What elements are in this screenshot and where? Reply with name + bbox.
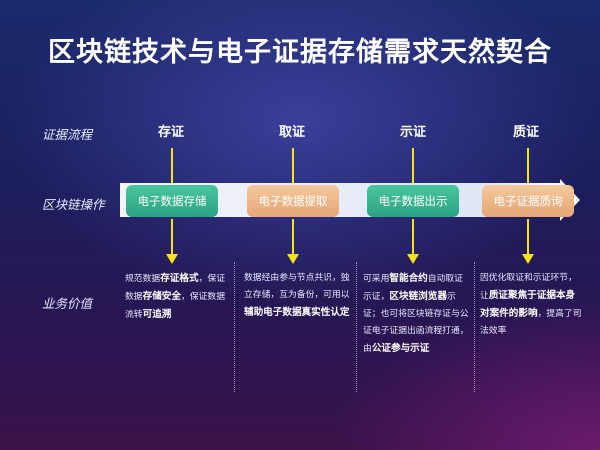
down-arrow-icon: [287, 254, 299, 264]
row-label-blockchain: 区块链操作: [42, 197, 105, 212]
description-highlight: 公证参与示证: [371, 343, 430, 354]
connector-line: [171, 148, 173, 183]
process-arrow-band: [120, 179, 580, 221]
description-text: 保证数据: [125, 274, 225, 302]
stage-box-extraction: 电子数据提取: [247, 185, 339, 217]
connector-line: [412, 148, 414, 183]
stage-box-presentation: 电子数据出示: [367, 185, 459, 217]
stage-description-shizheng: 可采用智能合约自动取证示证，区块链浏览器示证；也可将区块链存证与公证电子证据出函…: [363, 270, 469, 358]
down-arrow-icon: [522, 254, 534, 264]
row-label-business: 业务价值: [42, 296, 93, 311]
description-text: ，: [180, 292, 190, 302]
stage-title-zhizheng: 质证: [512, 125, 539, 140]
stage-title-shizheng: 示证: [399, 125, 426, 140]
down-arrow-icon: [407, 254, 419, 264]
stage-description-quzheng: 数据经由参与节点共识，独立存储，互为备份，可用以辅助电子数据真实性认定: [244, 270, 352, 322]
stage-box-storage: 电子数据存储: [126, 185, 218, 217]
connector-line: [292, 148, 294, 183]
connector-line: [527, 219, 529, 255]
description-highlight: 质证聚焦于证据本身对案件的影响: [480, 290, 576, 319]
description-highlight: 可追溯: [142, 309, 172, 320]
column-divider: [356, 262, 358, 392]
connector-line: [527, 148, 529, 183]
description-text: 示证；也可将区块链存证与公证电子证据出函流程打通，由: [363, 292, 469, 354]
description-text: 自动取证示证，: [363, 274, 463, 302]
stage-box-inquiry: 电子证据质询: [482, 185, 574, 217]
connector-line: [412, 219, 414, 255]
column-divider: [234, 262, 236, 392]
connector-line: [171, 219, 173, 255]
page-title: 区块链技术与电子证据存储需求天然契合: [48, 37, 552, 68]
stage-title-cunzheng: 存证: [157, 125, 184, 140]
description-text: 数据经由参与节点共识，独立存储，互为备份，可用以: [244, 273, 350, 300]
stage-title-quzheng: 取证: [278, 125, 305, 140]
description-highlight: 智能合约: [389, 273, 428, 284]
description-text: ，: [198, 274, 208, 284]
row-label-process: 证据流程: [42, 127, 93, 142]
description-text: 保证数据流转: [125, 292, 225, 320]
description-text: 规范数据: [125, 274, 161, 284]
stage-description-cunzheng: 规范数据存证格式，保证数据存储安全，保证数据流转可追溯: [125, 270, 233, 324]
column-divider: [474, 262, 476, 392]
description-highlight: 区块链浏览器: [389, 291, 447, 302]
description-highlight: 存证格式: [160, 273, 199, 284]
stage-description-zhizheng: 因优化取证和示证环节，让质证聚焦于证据本身对案件的影响，提高了司法效率: [480, 270, 584, 340]
description-highlight: 辅助电子数据真实性认定: [244, 307, 350, 318]
description-text: ，提高了司法效率: [480, 309, 582, 336]
description-highlight: 存储安全: [142, 291, 181, 302]
down-arrow-icon: [166, 254, 178, 264]
description-text: 因优化取证和示证环节，让: [480, 273, 577, 301]
connector-line: [292, 219, 294, 255]
description-text: 可采用: [363, 274, 390, 284]
